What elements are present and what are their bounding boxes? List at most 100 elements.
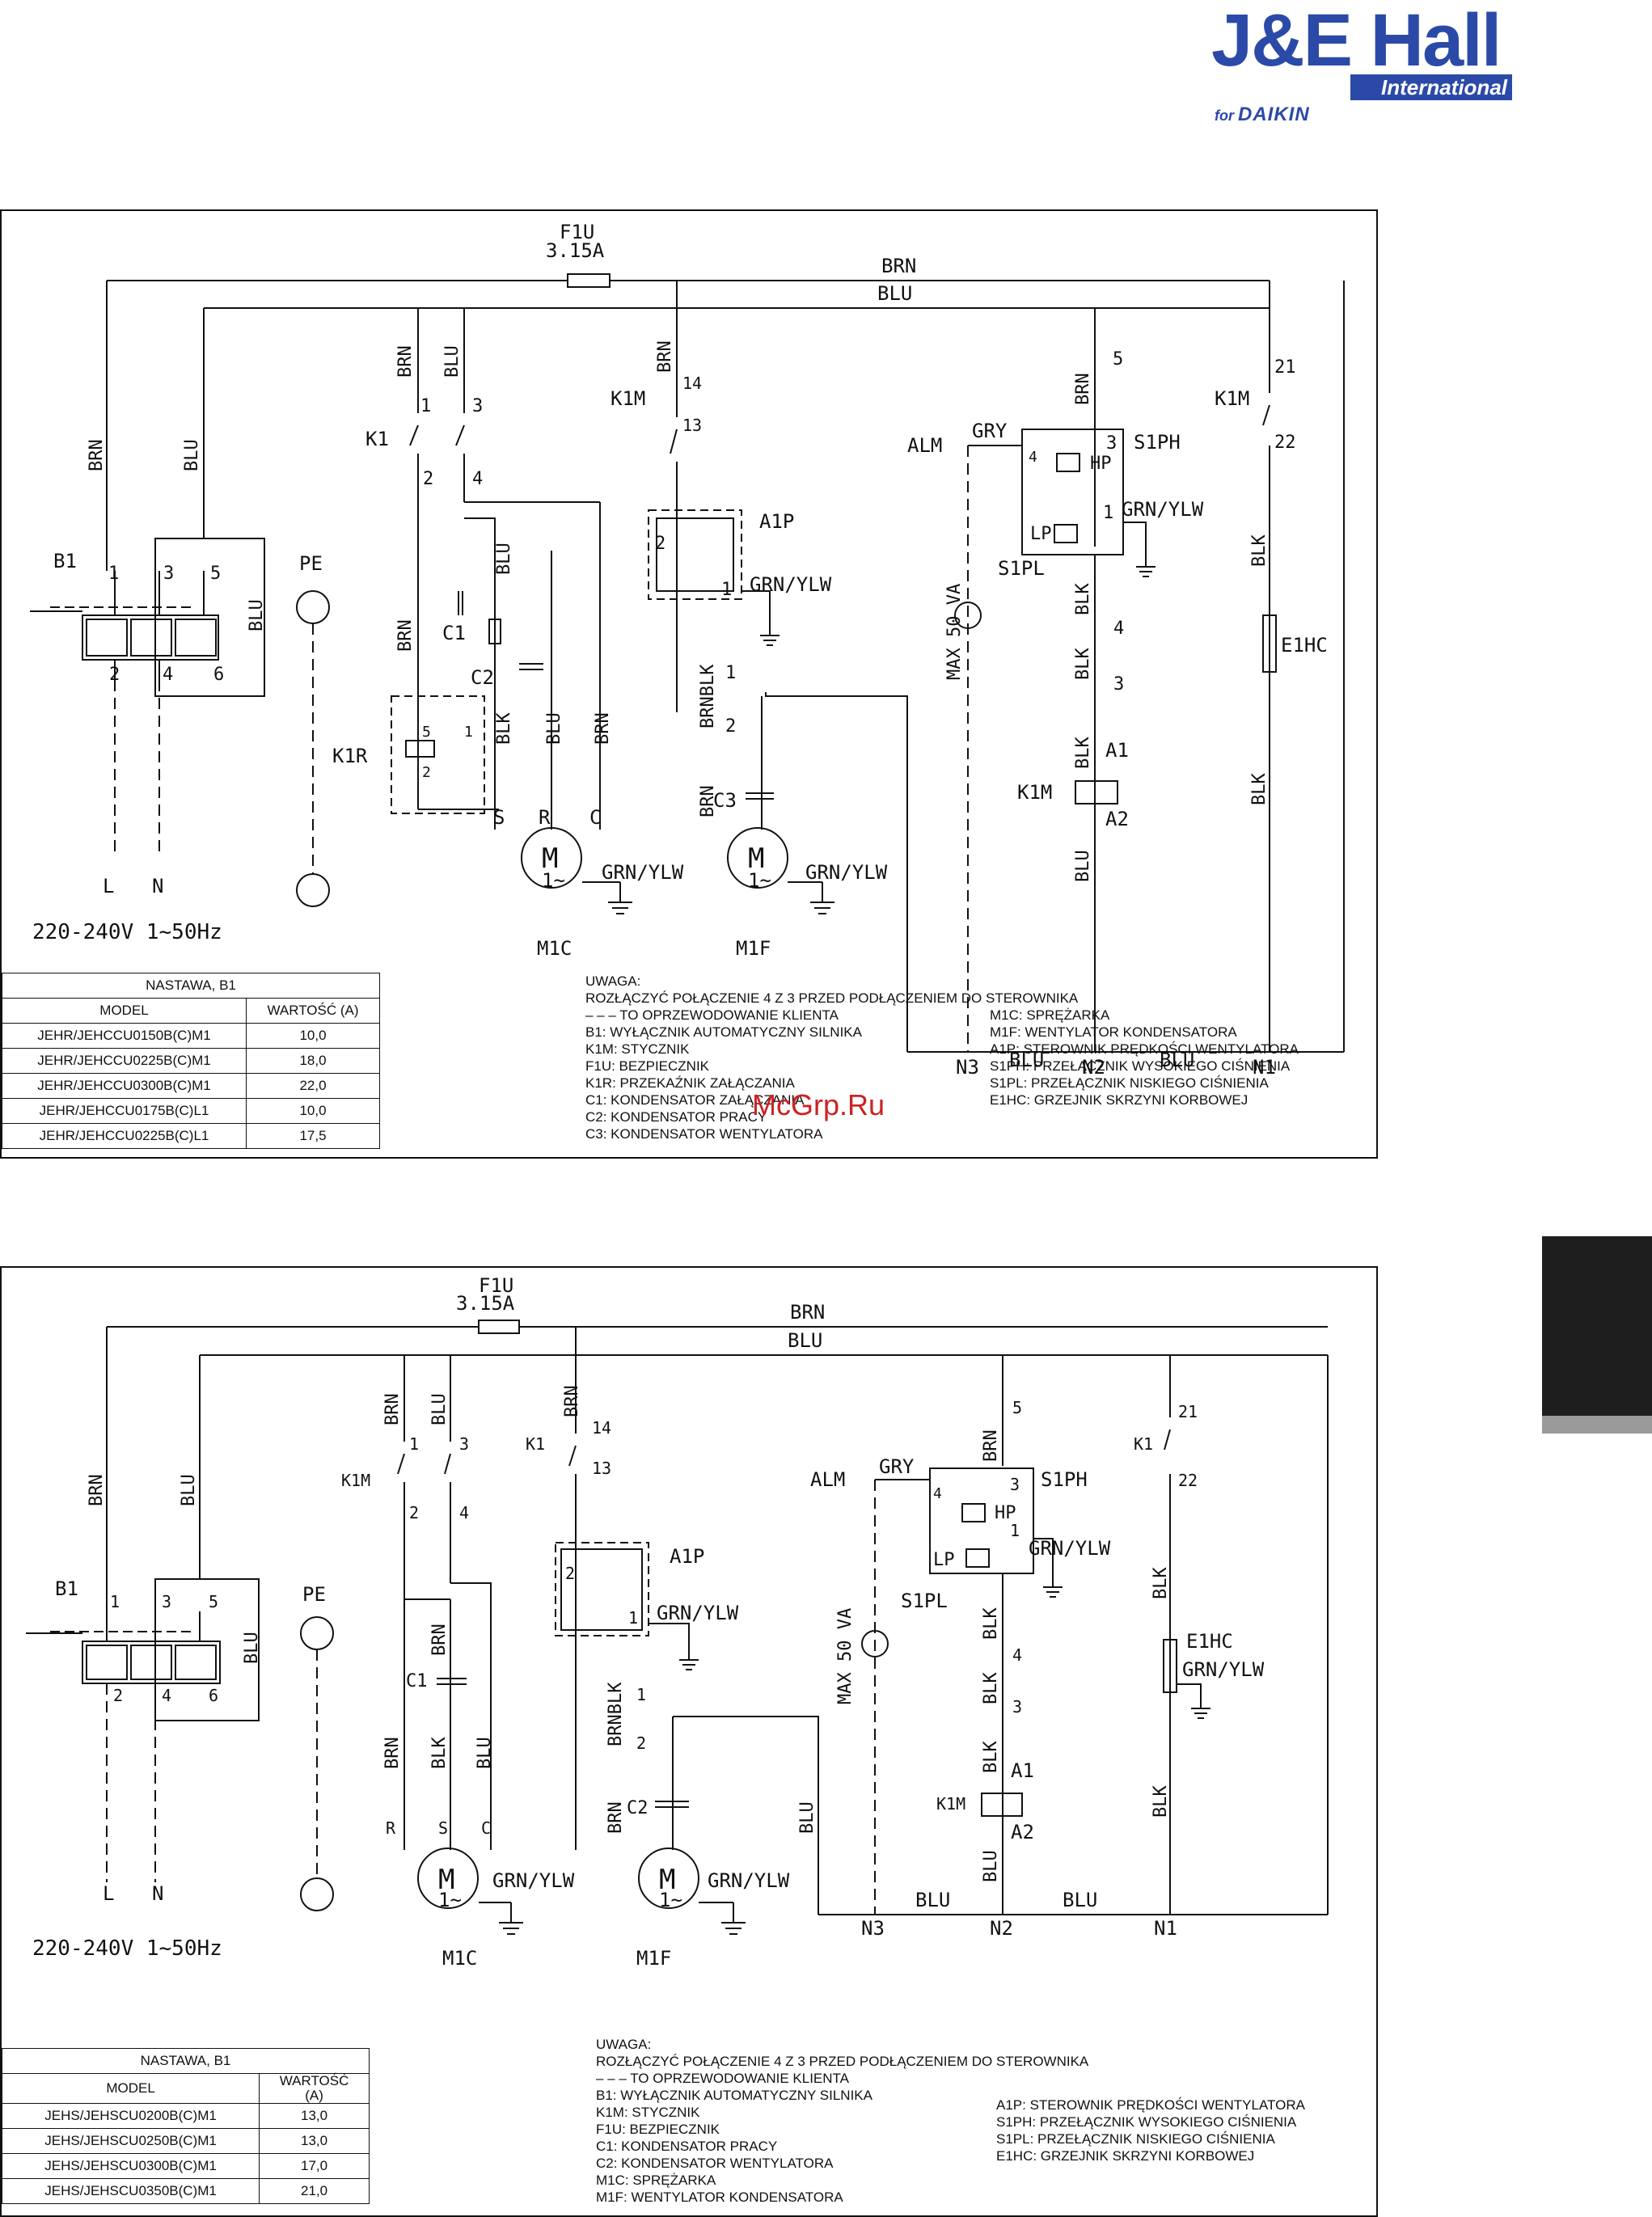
svg-text:4: 4 <box>933 1485 942 1502</box>
svg-text:2: 2 <box>113 1686 123 1705</box>
svg-text:LP: LP <box>1030 524 1052 544</box>
svg-text:2: 2 <box>109 665 120 685</box>
svg-text:K1M: K1M <box>611 387 645 410</box>
svg-text:F1U: F1U <box>560 221 594 243</box>
svg-text:GRN/YLW: GRN/YLW <box>750 573 832 596</box>
svg-text:MAX 50 VA: MAX 50 VA <box>944 584 965 680</box>
svg-text:K1M: K1M <box>1215 387 1249 410</box>
svg-text:E1HC: E1HC <box>1281 634 1328 657</box>
svg-text:2: 2 <box>409 1503 419 1522</box>
svg-text:2: 2 <box>423 469 433 489</box>
svg-text:BLU: BLU <box>1009 1049 1044 1071</box>
svg-text:BLK: BLK <box>1151 1567 1171 1599</box>
svg-text:BRN: BRN <box>395 619 416 652</box>
svg-text:BLU: BLU <box>242 1632 262 1664</box>
svg-text:BRN: BRN <box>790 1301 825 1324</box>
svg-text:M: M <box>542 842 558 875</box>
svg-text:13: 13 <box>682 416 702 435</box>
svg-text:3: 3 <box>459 1434 469 1454</box>
svg-text:M: M <box>748 842 764 875</box>
svg-text:BRN: BRN <box>87 439 107 471</box>
svg-text:3: 3 <box>1010 1475 1020 1494</box>
svg-text:6: 6 <box>213 665 224 685</box>
svg-text:B1: B1 <box>55 1577 78 1600</box>
svg-text:S: S <box>438 1818 448 1838</box>
svg-text:5: 5 <box>1012 1398 1022 1417</box>
svg-text:S1PH: S1PH <box>1134 431 1181 454</box>
section-tab-shadow <box>1542 1416 1652 1434</box>
svg-text:BRNBLK: BRNBLK <box>698 664 718 728</box>
svg-text:BLK: BLK <box>1073 583 1093 615</box>
svg-text:BRN: BRN <box>1073 373 1093 405</box>
svg-text:BLU: BLU <box>494 543 514 575</box>
svg-text:C: C <box>589 806 601 829</box>
svg-text:HP: HP <box>1090 454 1112 474</box>
svg-text:N1: N1 <box>1154 1917 1177 1940</box>
svg-text:E1HC: E1HC <box>1186 1630 1233 1653</box>
svg-text:BLK: BLK <box>981 1672 1001 1704</box>
svg-text:S1PL: S1PL <box>901 1590 948 1612</box>
svg-text:1~: 1~ <box>659 1889 682 1911</box>
svg-text:GRN/YLW: GRN/YLW <box>1029 1537 1111 1560</box>
svg-text:BLU: BLU <box>788 1329 822 1352</box>
svg-text:S1PH: S1PH <box>1041 1468 1088 1491</box>
svg-text:21: 21 <box>1274 357 1296 378</box>
svg-text:4: 4 <box>1113 619 1124 639</box>
svg-text:C1: C1 <box>442 622 466 644</box>
svg-text:22: 22 <box>1178 1471 1198 1490</box>
svg-text:1~: 1~ <box>748 869 771 892</box>
svg-text:MAX 50 VA: MAX 50 VA <box>835 1608 856 1704</box>
svg-text:1: 1 <box>420 396 431 416</box>
svg-text:M1C: M1C <box>442 1947 477 1970</box>
svg-text:2: 2 <box>422 764 431 781</box>
svg-text:C3: C3 <box>713 789 737 812</box>
svg-text:R: R <box>539 806 551 829</box>
svg-text:GRN/YLW: GRN/YLW <box>708 1869 790 1892</box>
svg-text:22: 22 <box>1274 433 1296 453</box>
svg-text:3.15A: 3.15A <box>456 1292 515 1315</box>
svg-text:GRY: GRY <box>879 1455 915 1478</box>
svg-text:K1M: K1M <box>341 1471 370 1490</box>
svg-text:3: 3 <box>162 1592 171 1611</box>
svg-text:5: 5 <box>209 1592 218 1611</box>
svg-text:GRN/YLW: GRN/YLW <box>657 1602 739 1624</box>
svg-text:BRN: BRN <box>382 1393 403 1425</box>
svg-text:K1M: K1M <box>1017 781 1052 804</box>
svg-text:BLU: BLU <box>247 599 267 631</box>
svg-text:5: 5 <box>210 564 221 584</box>
svg-text:BRN: BRN <box>429 1624 450 1656</box>
svg-text:3: 3 <box>1012 1697 1022 1717</box>
svg-text:K1: K1 <box>526 1434 545 1454</box>
svg-text:BLU: BLU <box>1063 1889 1097 1911</box>
svg-text:BRN: BRN <box>881 255 916 277</box>
svg-text:BRN: BRN <box>698 785 718 817</box>
svg-text:21: 21 <box>1178 1402 1198 1421</box>
notes-left-2: UWAGA: ROZŁĄCZYĆ POŁĄCZENIE 4 Z 3 PRZED … <box>596 2037 1089 2205</box>
svg-text:BLU: BLU <box>981 1850 1001 1882</box>
svg-text:BLK: BLK <box>1249 773 1270 805</box>
svg-text:4: 4 <box>1012 1645 1022 1665</box>
svg-text:220-240V 1~50Hz: 220-240V 1~50Hz <box>32 1936 222 1961</box>
svg-text:S: S <box>493 806 505 829</box>
svg-text:C: C <box>481 1818 491 1838</box>
svg-text:N2: N2 <box>990 1917 1013 1940</box>
svg-text:GRN/YLW: GRN/YLW <box>805 861 888 884</box>
svg-text:F1U: F1U <box>479 1274 513 1297</box>
svg-text:1: 1 <box>1103 503 1113 523</box>
svg-text:N1: N1 <box>1253 1056 1276 1079</box>
svg-text:BLK: BLK <box>1151 1785 1171 1818</box>
svg-text:A2: A2 <box>1011 1821 1034 1843</box>
svg-text:ALM: ALM <box>810 1468 845 1491</box>
svg-text:A2: A2 <box>1105 808 1129 830</box>
svg-text:3: 3 <box>1113 674 1124 695</box>
svg-text:A1: A1 <box>1011 1759 1034 1782</box>
svg-text:BLU: BLU <box>1073 850 1093 882</box>
